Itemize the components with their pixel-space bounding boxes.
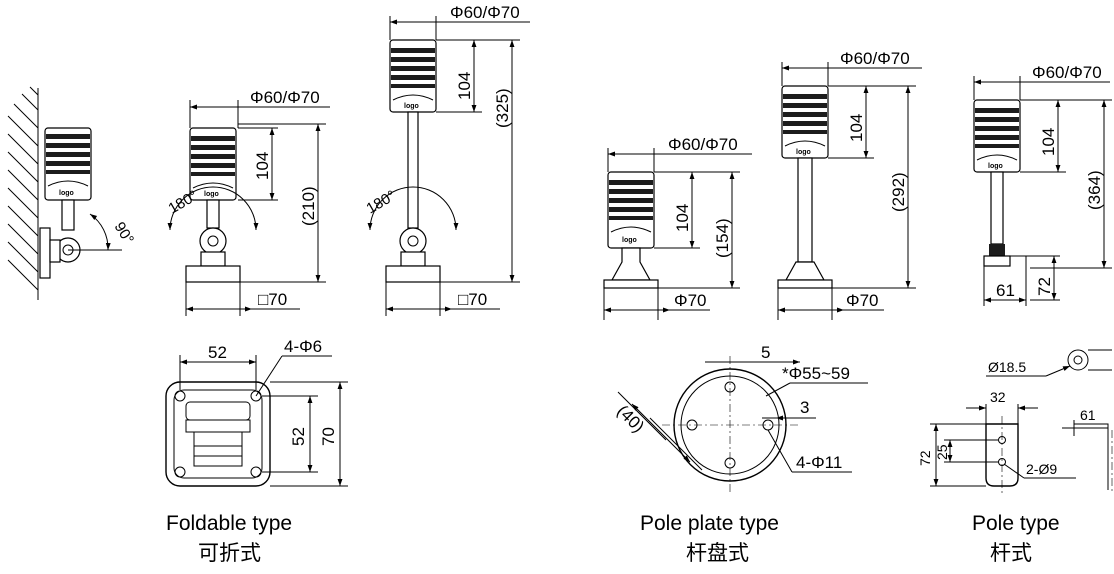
tall-base-label: Φ70: [846, 291, 878, 310]
pole-caption-cn: 杆式: [990, 541, 1032, 565]
tall-overall-height: (292): [889, 172, 908, 212]
short-overall-height: (154): [713, 218, 732, 258]
pole-plate-caption: Pole plate type: [640, 512, 779, 535]
pole-bracket-detail: Ø18.5 32 72 25 2-Ø9 61: [917, 349, 1113, 494]
foldable-head-diameter: Φ60/Φ70: [250, 88, 320, 107]
pole-plate-tall-view: Φ60/Φ70 logo 104 (292) Φ70: [777, 49, 922, 320]
foldable-caption: Foldable type: [166, 512, 292, 535]
bracket-side-label: 61: [1080, 407, 1096, 423]
foldable-pole-view: Φ60/Φ70 logo 180° 104 (325) □70: [364, 3, 530, 316]
short-base-label: Φ70: [674, 291, 706, 310]
pole-type-overall-height: (364): [1085, 170, 1104, 210]
foldable-base-size: □70: [258, 290, 287, 309]
pole-side-view: Φ60/Φ70 logo 104 (364) 72 61: [973, 63, 1112, 306]
hole-spec-label: 4-Φ11: [796, 453, 842, 472]
wall-hatching: [7, 86, 39, 300]
bracket-slot-label: 32: [990, 389, 1006, 405]
pole-tower-height: 104: [455, 72, 474, 100]
tall-tower-height: 104: [847, 114, 866, 142]
pcd-range-label: *Φ55~59: [782, 364, 850, 383]
logo-label: logo: [988, 163, 1003, 170]
foldable-base-view: Φ60/Φ70 logo 180° 104 (210) □70: [166, 88, 330, 316]
bracket-height-label: 72: [1035, 277, 1054, 296]
pole-plate-caption-cn: 杆盘式: [686, 541, 749, 565]
pole-type-tower-height: 104: [1039, 128, 1058, 156]
pole-head-diameter: Φ60/Φ70: [450, 3, 520, 22]
short-head-diameter: Φ60/Φ70: [668, 135, 738, 154]
wall-angle-label: 90°: [111, 219, 137, 247]
bracket-holes-label: 2-Ø9: [1026, 461, 1057, 477]
foldable-plate-view: 52 4-Φ6 52 70: [165, 337, 348, 487]
logo-label: logo: [204, 191, 219, 198]
pole-diameter-label: Ø18.5: [988, 359, 1026, 375]
foldable-wall-view: logo 90°: [7, 86, 137, 300]
pole-plate-bottom-view: 5 *Φ55~59 3 4-Φ11 (40): [613, 343, 868, 494]
wall-light-tower: logo: [39, 127, 122, 279]
logo-label: logo: [796, 149, 811, 156]
foldable-tower-height: 104: [253, 152, 272, 180]
plate-height-label: 52: [289, 427, 308, 446]
bracket-width-label: 61: [996, 281, 1015, 300]
plate-outer-label: 70: [319, 427, 338, 446]
bracket-pitch-label: 25: [934, 444, 950, 460]
tall-head-diameter: Φ60/Φ70: [840, 49, 910, 68]
logo-label: logo: [404, 103, 419, 110]
foldable-overall-height: (210): [299, 186, 318, 226]
plate-holes-label: 4-Φ6: [284, 337, 322, 356]
pole-caption: Pole type: [972, 512, 1060, 535]
pole-overall-height: (325): [493, 88, 512, 128]
pole-base-size: □70: [458, 290, 487, 309]
foldable-caption-cn: 可折式: [198, 541, 261, 565]
bracket-total-label: 72: [917, 450, 933, 466]
hole-offset-label: 5: [761, 343, 770, 362]
pole-type-head-diameter: Φ60/Φ70: [1032, 63, 1102, 82]
edge-distance-label: 3: [800, 398, 809, 417]
logo-label: logo: [59, 190, 74, 197]
pole-plate-short-view: Φ60/Φ70 logo 104 (154) Φ70: [603, 135, 752, 320]
short-tower-height: 104: [673, 204, 692, 232]
logo-label: logo: [622, 237, 637, 244]
radius-dim-label: (40): [613, 401, 648, 436]
plate-width-label: 52: [208, 343, 227, 362]
